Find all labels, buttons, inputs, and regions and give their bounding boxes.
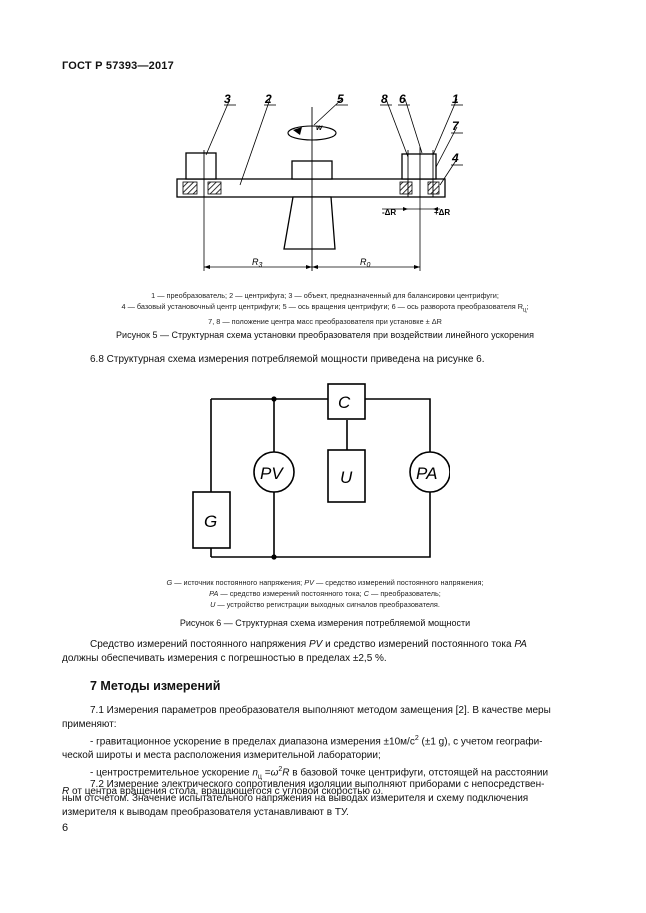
source-g-box: [192, 491, 231, 549]
legend-line: U — устройство регистрации выходных сигн…: [210, 600, 440, 609]
label-r3: R3: [252, 257, 263, 269]
label-g: G: [204, 512, 217, 531]
converter-block: [401, 153, 437, 180]
label-pa: PA: [416, 464, 437, 483]
paragraph-pv-pa-line2: должны обеспечивать измерения с погрешно…: [62, 653, 387, 664]
paragraph-7-2: 7.2 Измерение электрического сопротивлен…: [62, 778, 602, 820]
paragraph-line: 7.2 Измерение электрического сопротивлен…: [90, 779, 545, 790]
legend-line: 7, 8 — положение центра масс преобразова…: [208, 317, 442, 327]
hatched-insert-right-b: [427, 181, 440, 195]
converter-c-box: [327, 383, 366, 420]
legend-line: 1 — преобразователь; 2 — центрифуга; 3 —…: [151, 291, 499, 300]
voltmeter-pv-circle: [253, 451, 295, 493]
figure-5-diagram: 3 2 5 8 6 1 7 4 w -ΔR +ΔR R3 R0: [176, 92, 463, 271]
label-w: w: [316, 123, 323, 132]
paragraph-line: 7.1 Измерения параметров преобразователя…: [90, 705, 551, 716]
centrifuge-stand: [283, 196, 336, 250]
balancing-object: [185, 152, 217, 180]
hatched-insert-left-b: [207, 181, 222, 195]
paragraph-line: применяют:: [62, 719, 117, 730]
label-1: 1: [452, 92, 459, 106]
label-pv: PV: [260, 464, 284, 483]
hatched-insert-right-a: [399, 181, 413, 195]
paragraph-line: ным отсчетом. Значение испытательного на…: [62, 793, 529, 804]
figure-5-caption: Рисунок 5 — Структурная схема установки …: [116, 330, 534, 340]
paragraph-line: ческой широты и места расположения измер…: [62, 750, 381, 762]
document-code: ГОСТ Р 57393—2017: [62, 60, 174, 72]
paragraph-line: - гравитационное ускорение в пределах ди…: [90, 735, 543, 748]
paragraph-line: - центростремительное ускорение nц =ω2R …: [90, 766, 549, 781]
paragraph-line: R от центра вращения стола, вращающегося…: [62, 785, 384, 797]
paragraph-line: Средство измерений постоянного напряжени…: [90, 639, 527, 650]
label-3: 3: [224, 92, 231, 106]
paragraph-pv-pa: Средство измерений постоянного напряжени…: [90, 638, 595, 652]
legend-line: 4 — базовый установочный центр центрифуг…: [121, 302, 529, 314]
ammeter-pa-circle: [409, 451, 450, 493]
section-7-title: 7 Методы измерений: [90, 679, 221, 693]
label-r0: R0: [360, 257, 371, 269]
figure-5-legend: 1 — преобразователь; 2 — центрифуга; 3 —…: [70, 290, 580, 327]
label-c: C: [338, 393, 351, 412]
legend-line: G — источник постоянного напряжения; PV …: [166, 578, 484, 587]
label-plus-delta-r: +ΔR: [434, 208, 450, 217]
figure-6-caption: Рисунок 6 — Структурная схема измерения …: [179, 618, 471, 628]
recorder-u-box: [327, 449, 366, 503]
paragraph-7-1: 7.1 Измерения параметров преобразователя…: [62, 704, 602, 799]
legend-line: PA — средство измерений постоянного тока…: [209, 589, 441, 598]
figure-6-diagram: C U G PV PA: [192, 383, 450, 560]
label-5: 5: [337, 92, 344, 106]
label-u: U: [340, 468, 353, 487]
page-number: 6: [62, 822, 69, 834]
hatched-insert-left-a: [182, 181, 198, 195]
label-4: 4: [451, 151, 459, 165]
paragraph-6-8: 6.8 Структурная схема измерения потребля…: [90, 354, 485, 365]
label-6: 6: [399, 92, 406, 106]
label-8: 8: [381, 92, 388, 106]
paragraph-line: измерителя к выводам преобразователя уст…: [62, 807, 349, 818]
figure-6-legend: G — источник постоянного напряжения; PV …: [70, 577, 580, 610]
label-minus-delta-r: -ΔR: [382, 208, 396, 217]
label-2: 2: [264, 92, 272, 106]
label-7: 7: [452, 119, 460, 133]
